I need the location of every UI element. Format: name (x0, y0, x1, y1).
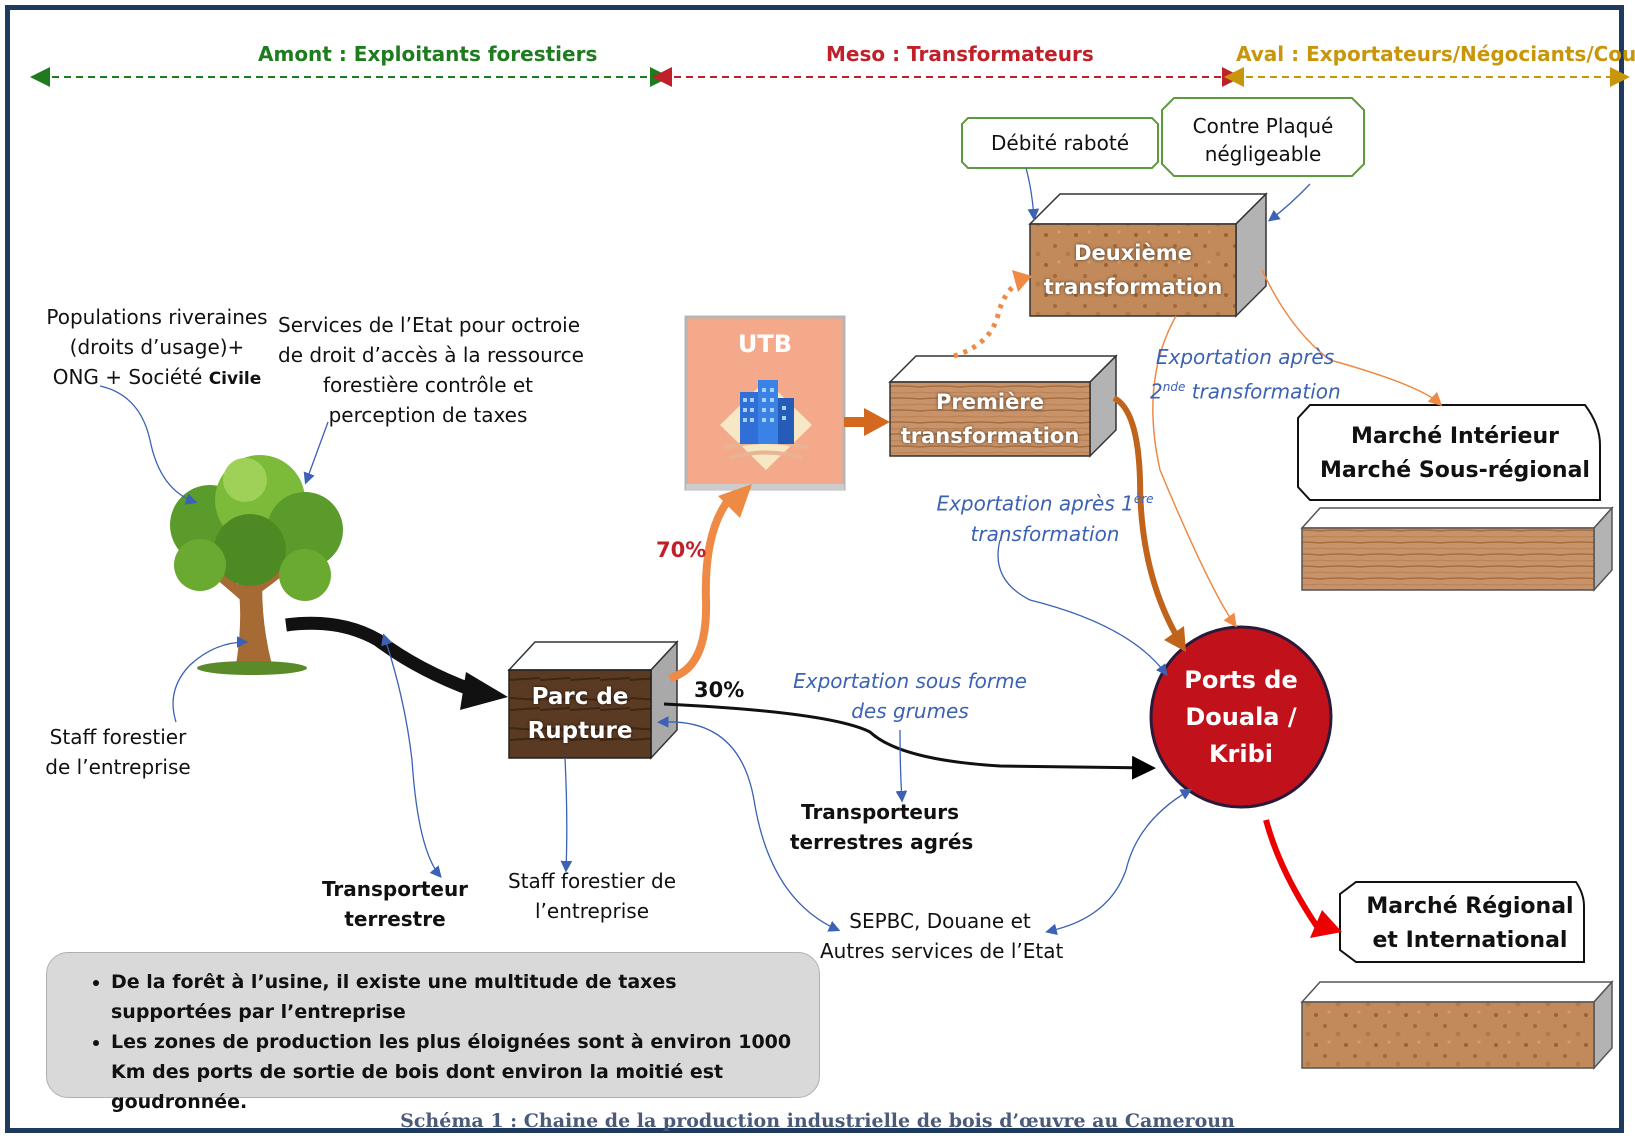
export-grumes-label: Exportation sous forme des grumes (793, 669, 1027, 723)
sepbc-ports-pointer (1045, 788, 1193, 936)
note-item: De la forêt à l’usine, il existe une mul… (111, 967, 799, 1027)
contre-plaque-pointer (1267, 183, 1311, 222)
sepbc-parc-pointer (656, 716, 841, 932)
transporteur-terrestre-label: Transporteur terrestre (321, 877, 469, 931)
forest-to-parc-arrow (285, 616, 475, 697)
transporteurs-agrees-pointer (895, 729, 908, 803)
tree-icon (170, 455, 343, 675)
staff-forestier-2-label: Staff forestier de l’entreprise (508, 869, 676, 923)
pct-70-label: 70% (656, 538, 707, 562)
deuxieme-to-marche-interieur-arrow (1261, 269, 1443, 407)
downstream-stage-label: Aval : Exportateurs/Négociants/Courtiers (1236, 42, 1635, 66)
marche-interieur-node (1297, 404, 1614, 592)
utb-label: UTB (737, 330, 793, 358)
export-1ere-label: Exportation après 1ère transformation (936, 491, 1154, 546)
populations-pointer (99, 385, 198, 505)
sepbc-label: SEPBC, Douane et Autres services de l’Et… (820, 909, 1064, 963)
pct-30-label: 30% (694, 678, 745, 702)
exp-1ere-pointer (997, 539, 1168, 677)
premiere-to-ports-arrow (1112, 395, 1179, 637)
transporteurs-agrees-label: Transporteurs terrestres agrés (790, 800, 974, 854)
staff-forestier-1-label: Staff forestier de l’entreprise (45, 725, 191, 779)
figure-caption: Schéma 1 : Chaine de la production indus… (400, 1110, 1235, 1132)
contre-plaque-node (1161, 97, 1365, 177)
staff2-pointer (560, 757, 573, 873)
ports-to-marche-regional-arrow (1263, 819, 1321, 930)
debite-pointer (1025, 167, 1040, 221)
meso-stage-label: Meso : Transformateurs (826, 42, 1094, 66)
diagram-frame (5, 5, 1624, 1133)
services-etat-label: Services de l’Etat pour octroie de droit… (278, 313, 584, 427)
upstream-stage-label: Amont : Exploitants forestiers (258, 42, 598, 66)
staff1-pointer (172, 636, 249, 723)
export-2nde-label: Exportation après 2nde transformation (1150, 345, 1341, 404)
parc-to-ports-arrow (663, 702, 1156, 780)
transporteur-pointer (381, 633, 442, 878)
premiere-to-deuxieme-dotted-arrow (953, 277, 1024, 359)
debite-rabote-label: Débité raboté (990, 131, 1130, 155)
debite-rabote-node (961, 117, 1159, 169)
marche-regional-node (1300, 881, 1614, 1070)
ports-douala-kribi-node (1149, 625, 1333, 809)
populations-label: Populations riveraines (droits d’usage)+… (46, 305, 268, 389)
building-icon (720, 380, 812, 470)
deuxieme-to-ports-arrow (1152, 315, 1237, 628)
deuxieme-transformation-node (1028, 192, 1268, 318)
note-item: Les zones de production les plus éloigné… (111, 1027, 799, 1117)
notes-box: De la forêt à l’usine, il existe une mul… (46, 952, 820, 1113)
services-pointer (303, 421, 329, 485)
parc-to-utb-arrow (668, 495, 734, 682)
premiere-transformation-node (888, 354, 1118, 458)
